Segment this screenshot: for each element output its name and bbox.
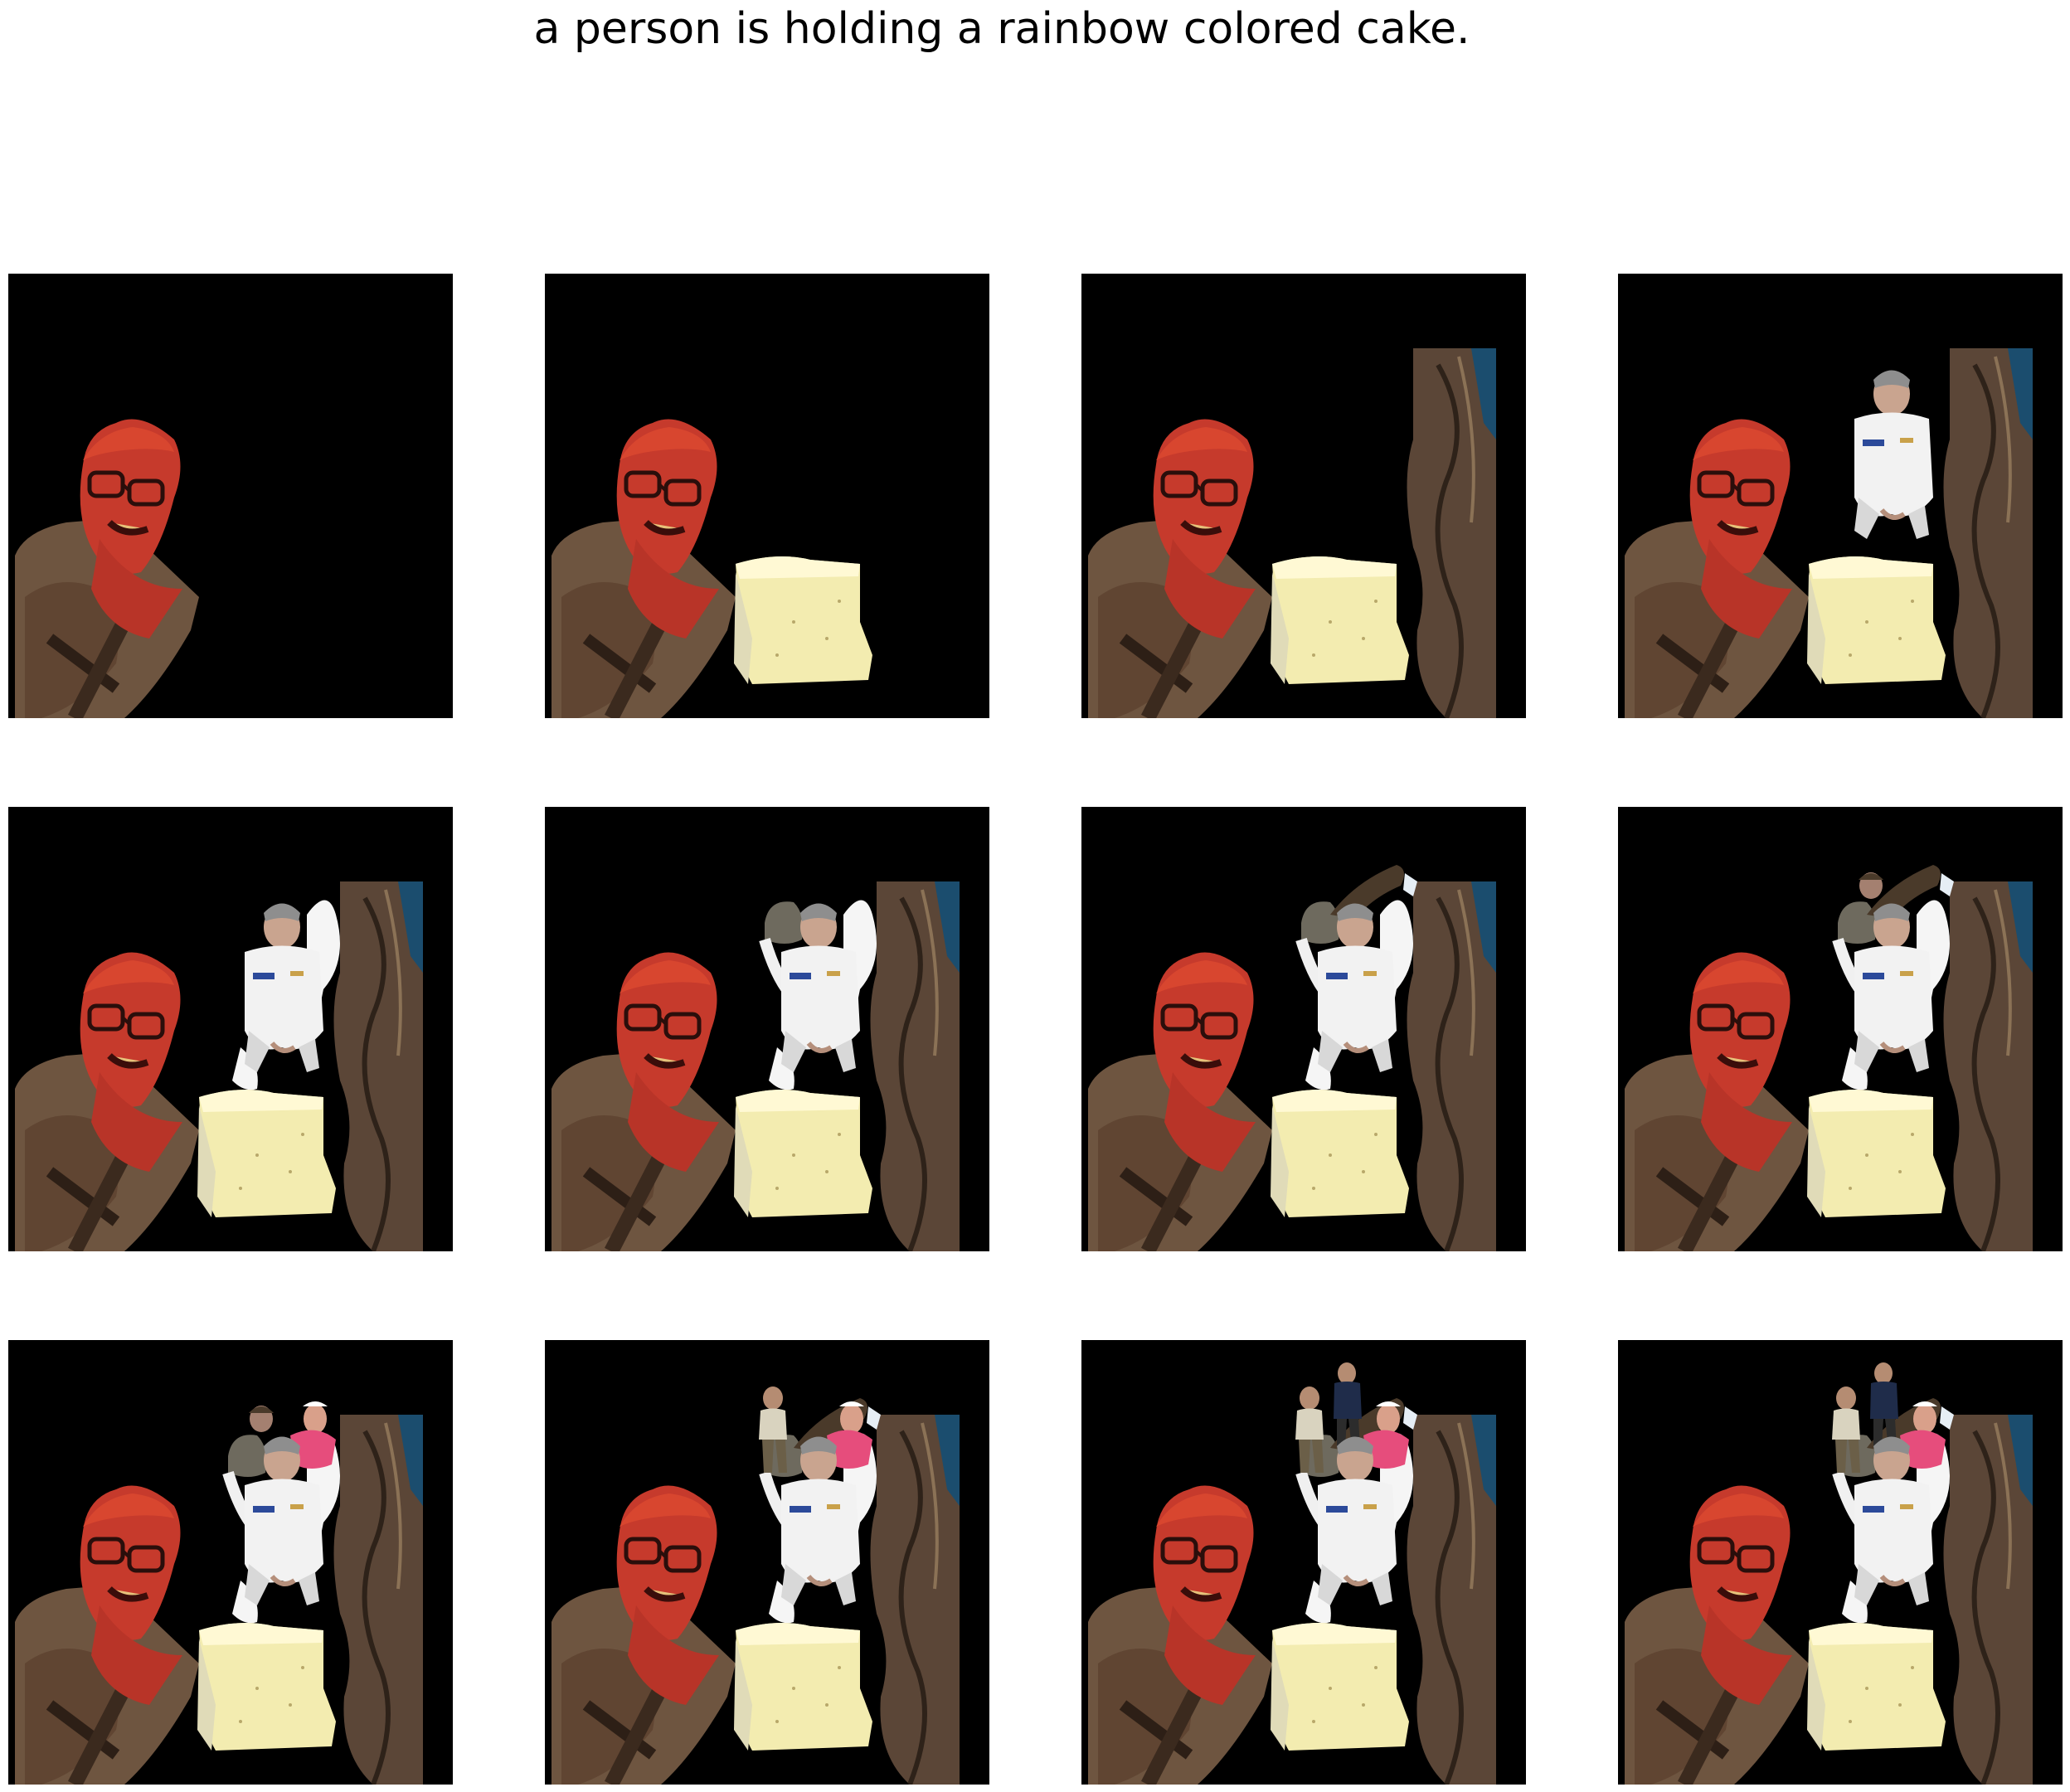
pink-shirt-man-segment [1900, 1401, 1946, 1469]
man-white-uniform-segment [1854, 370, 1933, 539]
man-khaki-segment [1295, 1386, 1324, 1473]
small-head-segment [249, 1406, 274, 1432]
cake-slice-segment [1271, 556, 1409, 684]
grid-image-r1-c2 [545, 274, 989, 718]
man-white-uniform-segment [781, 1436, 860, 1605]
grid-image-r1-c3 [1081, 274, 1526, 718]
small-head-segment [1859, 872, 1883, 899]
composite-image [1088, 348, 1496, 718]
grid-image-r1-c4 [1618, 274, 2063, 718]
brown-coat-segment [333, 1415, 423, 1785]
composite-image [552, 419, 872, 718]
brown-coat-segment [1943, 1415, 2033, 1785]
cake-slice-segment [1807, 1090, 1946, 1217]
grid-image-r3-c2 [545, 1340, 989, 1785]
grid-image-r3-c1 [8, 1340, 453, 1785]
person-red-face-segment [15, 1485, 199, 1785]
brown-coat-segment [1943, 881, 2033, 1251]
grid-image-r2-c4 [1618, 807, 2063, 1251]
man-white-uniform-segment [1854, 903, 1933, 1072]
composite-image [1625, 1362, 2033, 1785]
grid-image-r3-c4 [1618, 1340, 2063, 1785]
figure-caption: a person is holding a rainbow colored ca… [533, 4, 1470, 54]
composite-image [1088, 1362, 1496, 1785]
person-red-face-segment [15, 952, 199, 1251]
grid-image-r1-c1 [8, 274, 453, 718]
cake-slice-segment [1271, 1090, 1409, 1217]
person-red-face-segment [15, 419, 199, 718]
composite-image [15, 1401, 423, 1785]
person-red-face-segment [1625, 1485, 1809, 1785]
cake-slice-segment [1807, 556, 1946, 684]
cake-slice-segment [1807, 1623, 1946, 1751]
person-red-face-segment [1625, 419, 1809, 718]
pink-shirt-man-segment [827, 1401, 872, 1469]
composite-image [1625, 865, 2033, 1251]
brown-coat-segment [1407, 348, 1496, 718]
person-red-face-segment [1088, 1485, 1272, 1785]
man-khaki-segment [759, 1386, 787, 1473]
man-white-uniform-segment [781, 903, 860, 1072]
composite-image [15, 881, 423, 1251]
cake-slice-segment [197, 1623, 336, 1751]
grid-image-r2-c1 [8, 807, 453, 1251]
composite-image [15, 419, 199, 718]
composite-image [1625, 348, 2033, 718]
cake-slice-segment [197, 1090, 336, 1217]
man-white-uniform-segment [1854, 1436, 1933, 1605]
person-red-face-segment [552, 419, 736, 718]
cake-slice-segment [1271, 1623, 1409, 1751]
composite-image [1088, 865, 1496, 1251]
person-red-face-segment [1088, 419, 1272, 718]
grid-image-r3-c3 [1081, 1340, 1526, 1785]
brown-coat-segment [870, 1415, 960, 1785]
person-red-face-segment [552, 952, 736, 1251]
pink-shirt-man-segment [1363, 1401, 1409, 1469]
cake-slice-segment [734, 1090, 872, 1217]
cake-slice-segment [734, 1623, 872, 1751]
brown-coat-segment [870, 881, 960, 1251]
brown-coat-segment [1407, 1415, 1496, 1785]
cake-slice-segment [734, 556, 872, 684]
man-khaki-segment [1832, 1386, 1860, 1473]
brown-coat-segment [333, 881, 423, 1251]
person-red-face-segment [1625, 952, 1809, 1251]
person-red-face-segment [552, 1485, 736, 1785]
pink-shirt-man-segment [290, 1401, 336, 1469]
person-red-face-segment [1088, 952, 1272, 1251]
man-white-uniform-segment [245, 1436, 323, 1605]
man-white-uniform-segment [245, 903, 323, 1072]
grid-image-r2-c3 [1081, 807, 1526, 1251]
composite-image [552, 1386, 960, 1785]
grid-image-r2-c2 [545, 807, 989, 1251]
brown-coat-segment [1407, 881, 1496, 1251]
man-white-uniform-segment [1318, 903, 1397, 1072]
man-white-uniform-segment [1318, 1436, 1397, 1605]
brown-coat-segment [1943, 348, 2033, 718]
composite-image [552, 881, 960, 1251]
